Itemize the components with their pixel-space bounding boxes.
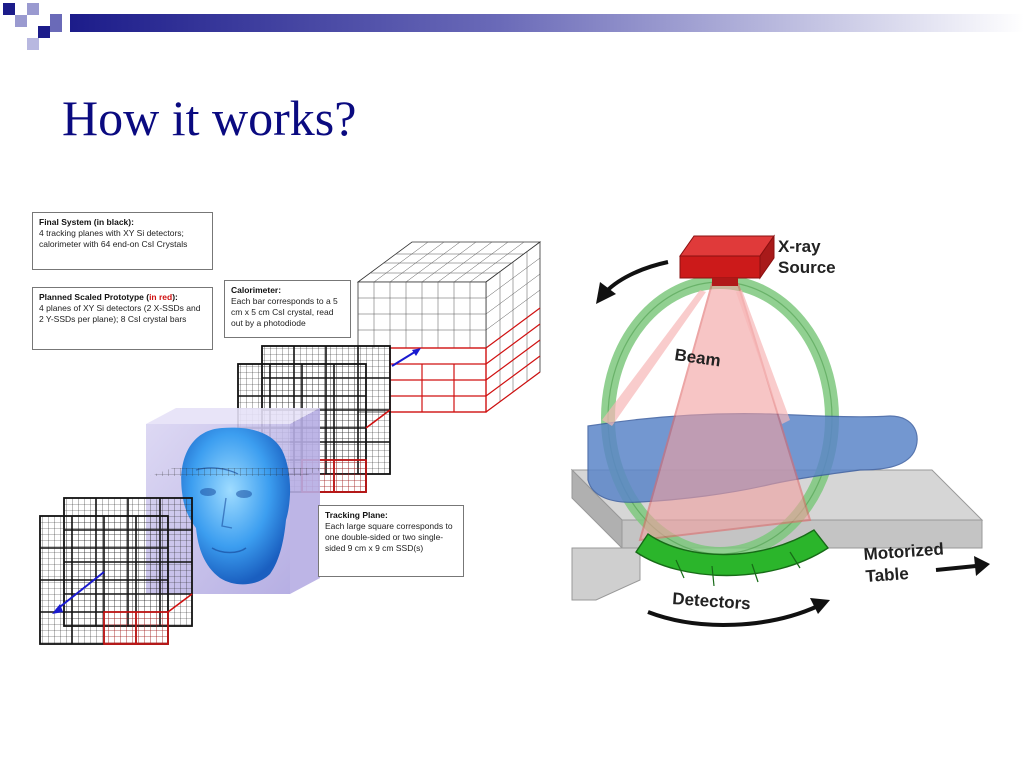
xray-source-block	[679, 234, 775, 286]
calorimeter-body: Each bar corresponds to a 5 cm x 5 cm Cs…	[231, 296, 338, 328]
prototype-body: 4 planes of XY Si detectors (2 X-SSDs an…	[39, 303, 201, 324]
tracking-plane-heading: Tracking Plane:	[325, 510, 388, 520]
table-arrow	[935, 564, 977, 572]
head-icon	[181, 427, 291, 585]
tracking-plane-note: Tracking Plane: Each large square corres…	[318, 505, 464, 577]
rotation-arrow-bottom	[647, 604, 819, 627]
corner-squares-decoration	[3, 3, 62, 50]
track-arrow	[55, 571, 105, 611]
track-arrow	[391, 349, 419, 367]
detector-stack-diagram	[39, 241, 542, 645]
calorimeter-block	[356, 241, 542, 413]
calorimeter-note: Calorimeter: Each bar corresponds to a 5…	[224, 280, 351, 338]
final-system-note: Final System (in black): 4 tracking plan…	[32, 212, 213, 270]
prototype-heading: Planned Scaled Prototype (in red):	[39, 292, 178, 302]
ct-scanner-diagram: X-ray Source Beam Detectors Motorized Ta…	[570, 234, 990, 627]
slide-title: How it works?	[62, 90, 357, 146]
prototype-note: Planned Scaled Prototype (in red): 4 pla…	[32, 287, 213, 350]
detectors-label: Detectors	[672, 589, 752, 613]
prototype-heading-red: in red	[149, 292, 173, 302]
xray-label: X-ray	[778, 237, 821, 256]
source-label: Source	[778, 258, 836, 277]
calorimeter-heading: Calorimeter:	[231, 285, 282, 295]
final-system-body: 4 tracking planes with XY Si detectors; …	[39, 228, 188, 249]
rotation-arrow-top	[602, 260, 669, 296]
tracking-plane-body: Each large square corresponds to one dou…	[325, 521, 453, 553]
final-system-heading: Final System (in black):	[39, 217, 134, 227]
detector-arc	[635, 529, 830, 587]
tracking-plane-front	[39, 497, 193, 645]
table-label: Table	[865, 564, 909, 586]
title-banner	[3, 3, 1024, 50]
